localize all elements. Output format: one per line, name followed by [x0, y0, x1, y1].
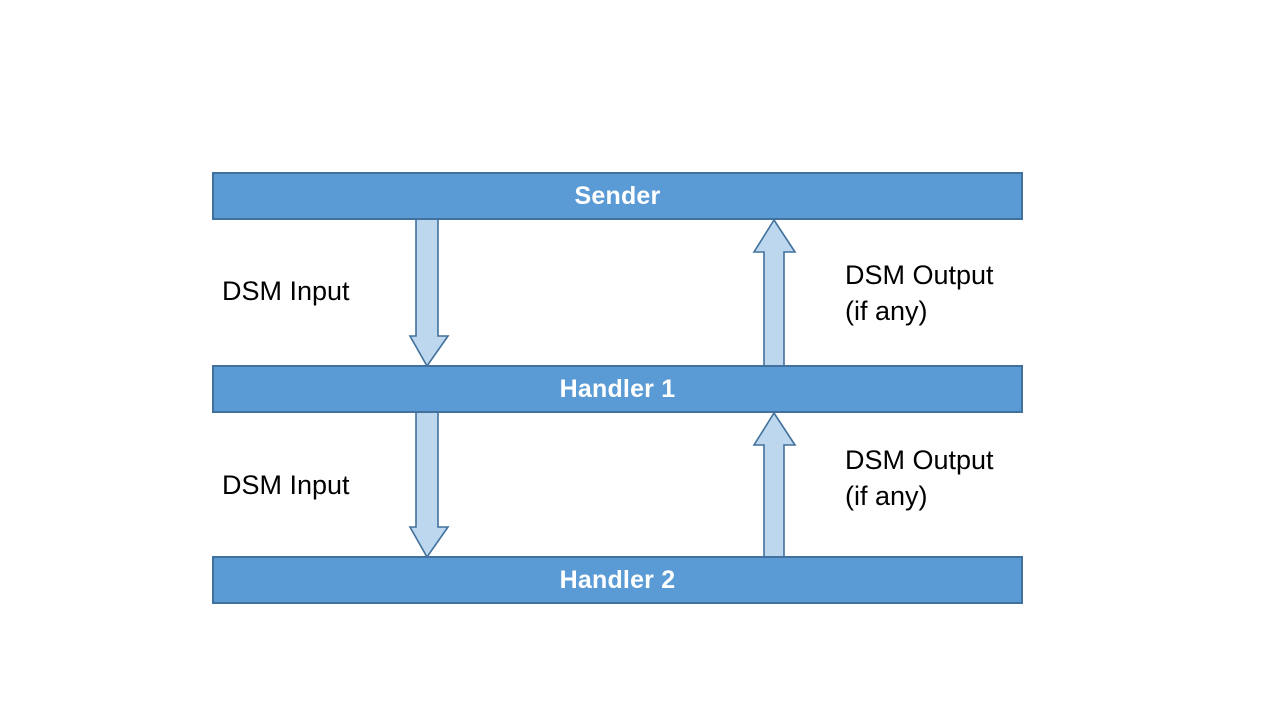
node-sender-label: Sender [574, 181, 661, 210]
arrow-up-handler-2-to-handler-1 [752, 411, 797, 558]
node-handler-2-label: Handler 2 [559, 565, 676, 594]
label-dsm-input-upper: DSM Input [222, 276, 350, 306]
arrow-down-sender-to-handler-1 [408, 218, 450, 368]
arrow-up-handler-1-to-sender [752, 218, 797, 367]
node-sender: Sender [212, 172, 1023, 220]
label-dsm-input-lower: DSM Input [222, 470, 350, 500]
node-handler-1-label: Handler 1 [559, 374, 676, 403]
arrow-down-handler-1-to-handler-2 [408, 411, 450, 559]
label-dsm-output-lower: DSM Output (if any) [845, 445, 994, 511]
label-dsm-output-upper: DSM Output (if any) [845, 260, 994, 326]
node-handler-2: Handler 2 [212, 556, 1023, 604]
node-handler-1: Handler 1 [212, 365, 1023, 413]
